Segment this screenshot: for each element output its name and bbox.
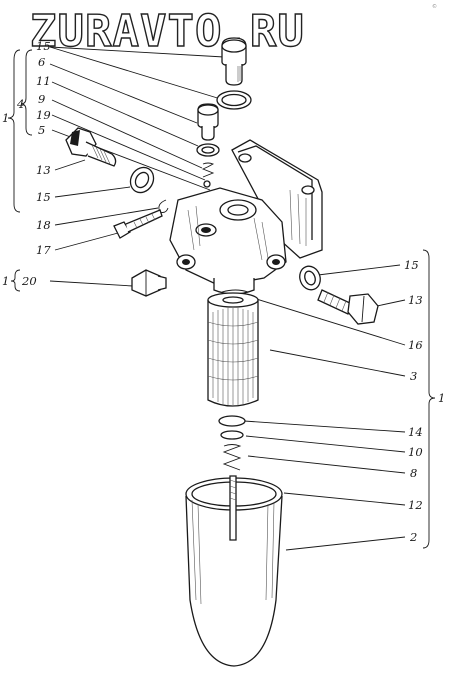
- part-14-washer: [218, 415, 246, 427]
- watermark-text: ZURAVTO.RU: [30, 6, 305, 57]
- left-bracket-group-20: [10, 269, 21, 292]
- reference-labels: 15 6 11 9 19 5 4 1 13 15 18 17 1 20 15 1…: [2, 39, 445, 544]
- label-4: 4: [16, 97, 24, 111]
- part-15-seal-ring-left: [129, 166, 155, 194]
- part-3-filter-element: [207, 292, 259, 407]
- corner-mark: ©: [432, 3, 437, 10]
- label-1-upper: 1: [2, 111, 9, 125]
- label-13-right: 13: [408, 293, 423, 307]
- part-13-banjo-bolt-right: [317, 289, 379, 325]
- label-10: 10: [408, 445, 423, 459]
- part-9-spring: [201, 162, 215, 178]
- label-8: 8: [410, 466, 417, 480]
- label-5: 5: [38, 123, 45, 137]
- label-15-right: 15: [404, 258, 419, 272]
- label-14: 14: [408, 425, 423, 439]
- left-bracket-group-1: [7, 49, 21, 213]
- label-1-middle: 1: [2, 274, 9, 288]
- left-bracket-group-4: [20, 49, 33, 136]
- label-3: 3: [410, 369, 417, 383]
- label-18: 18: [36, 218, 51, 232]
- label-16: 16: [408, 338, 423, 352]
- part-17-screw: [113, 209, 163, 239]
- part-6-valve-bolt: [197, 103, 219, 141]
- label-6: 6: [38, 55, 45, 69]
- label-2: 2: [409, 530, 417, 544]
- label-15-left: 15: [36, 190, 51, 204]
- label-1-right: 1: [438, 391, 445, 405]
- part-15-banjo-bolt-top: [221, 37, 247, 86]
- label-15-top: 15: [36, 39, 51, 53]
- leader-lines: [49, 46, 406, 551]
- part-8-spring: [222, 444, 242, 471]
- part-2-filter-bowl: [185, 477, 283, 667]
- label-11: 11: [36, 74, 51, 88]
- label-12: 12: [408, 498, 423, 512]
- right-bracket-group-1: [422, 249, 436, 549]
- part-20-plug: [131, 269, 167, 297]
- part-10-washer: [220, 430, 244, 440]
- label-9: 9: [38, 92, 45, 106]
- part-19-ball: [203, 180, 211, 188]
- part-15-seal-ring-right: [299, 265, 321, 291]
- label-20: 20: [21, 274, 37, 288]
- part-12-centre-rod: [229, 475, 237, 541]
- part-13-banjo-bolt-left: [65, 127, 117, 167]
- label-17: 17: [36, 243, 51, 257]
- label-13-left: 13: [36, 163, 51, 177]
- label-19: 19: [36, 108, 51, 122]
- filter-head-housing: [169, 139, 323, 295]
- part-15-seal-ring-top: [216, 90, 252, 110]
- part-11-washer: [196, 143, 220, 157]
